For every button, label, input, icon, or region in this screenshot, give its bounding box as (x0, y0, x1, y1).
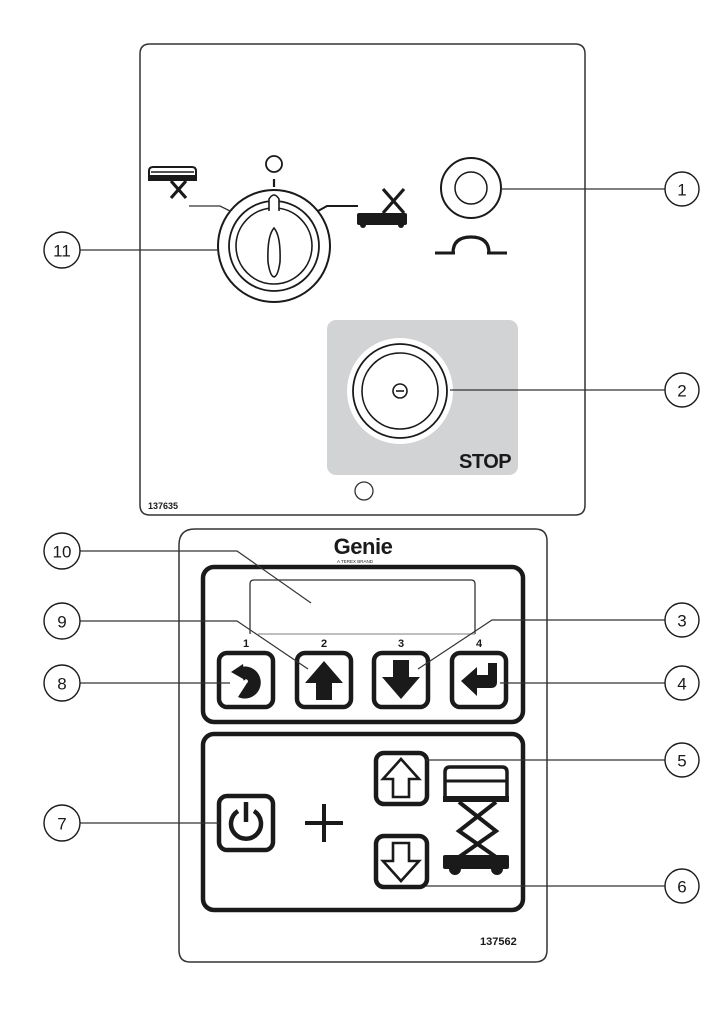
off-position-icon (265, 155, 283, 173)
svg-text:3: 3 (677, 612, 686, 631)
svg-text:6: 6 (677, 878, 686, 897)
scissor-lift-icon (443, 765, 509, 875)
callout-2: 2 (664, 372, 700, 408)
key-1-number: 1 (243, 638, 249, 650)
upper-control-panel: STOP 137635 (139, 43, 586, 516)
outlined-down-arrow-icon (380, 841, 422, 883)
key-2-up[interactable] (294, 650, 354, 710)
svg-text:9: 9 (57, 613, 66, 632)
platform-up-button[interactable] (373, 750, 430, 807)
key-switch-pointer (268, 194, 280, 211)
callout-7: 7 (43, 804, 81, 842)
svg-text:4: 4 (677, 675, 686, 694)
emergency-stop-button[interactable] (347, 338, 453, 444)
indicator-light (354, 481, 374, 501)
callout-5: 5 (664, 742, 700, 778)
ground-position-line (317, 205, 358, 212)
key-switch[interactable] (217, 189, 331, 303)
key-3-number: 3 (398, 638, 404, 650)
platform-position-line (189, 205, 231, 212)
key-2-number: 2 (321, 638, 327, 650)
callout-9: 9 (43, 602, 81, 640)
callout-3-leader (417, 619, 666, 670)
up-arrow-icon (305, 661, 343, 700)
down-arrow-icon (382, 660, 420, 699)
svg-text:10: 10 (53, 543, 72, 562)
callout-10: 10 (43, 532, 81, 570)
key-4-enter[interactable] (449, 650, 509, 710)
genie-logo: Genie A TEREX BRAND (334, 534, 393, 564)
back-icon (231, 664, 261, 699)
lift-function-enable-button[interactable] (216, 793, 276, 853)
lower-control-panel: Genie A TEREX BRAND 1 2 3 4 (178, 528, 548, 963)
platform-down-button[interactable] (373, 833, 430, 890)
svg-text:1: 1 (677, 181, 686, 200)
ground-controls-position-icon (357, 187, 407, 228)
callout-10-leader (80, 550, 312, 604)
key-4-number: 4 (476, 638, 483, 650)
platform-controls-position-icon (148, 166, 197, 200)
horn-button[interactable] (440, 157, 502, 219)
stop-label: STOP (459, 451, 511, 473)
svg-text:8: 8 (57, 675, 66, 694)
callout-6: 6 (664, 868, 700, 904)
callout-3: 3 (664, 602, 700, 638)
key-slot (267, 226, 281, 278)
outlined-up-arrow-icon (380, 757, 422, 799)
callout-9-leader (80, 620, 309, 670)
horn-icon (435, 235, 507, 255)
svg-text:Genie: Genie (334, 534, 393, 559)
enter-icon (461, 663, 497, 696)
svg-text:11: 11 (53, 242, 71, 261)
power-icon (228, 802, 264, 841)
callout-8: 8 (43, 664, 81, 702)
key-3-down[interactable] (371, 650, 431, 710)
key-1-back[interactable] (216, 650, 276, 710)
svg-text:5: 5 (677, 752, 686, 771)
callout-4: 4 (664, 665, 700, 701)
callout-1: 1 (664, 171, 700, 207)
keypad-frame (200, 564, 526, 725)
svg-text:7: 7 (57, 815, 66, 834)
lower-panel-part-number: 137562 (480, 936, 517, 948)
svg-text:A TEREX BRAND: A TEREX BRAND (337, 559, 374, 564)
plus-icon (305, 804, 343, 842)
callout-11: 11 (43, 231, 81, 269)
upper-panel-part-number: 137635 (148, 501, 178, 511)
svg-text:2: 2 (677, 382, 686, 401)
lcd-display (249, 579, 476, 634)
